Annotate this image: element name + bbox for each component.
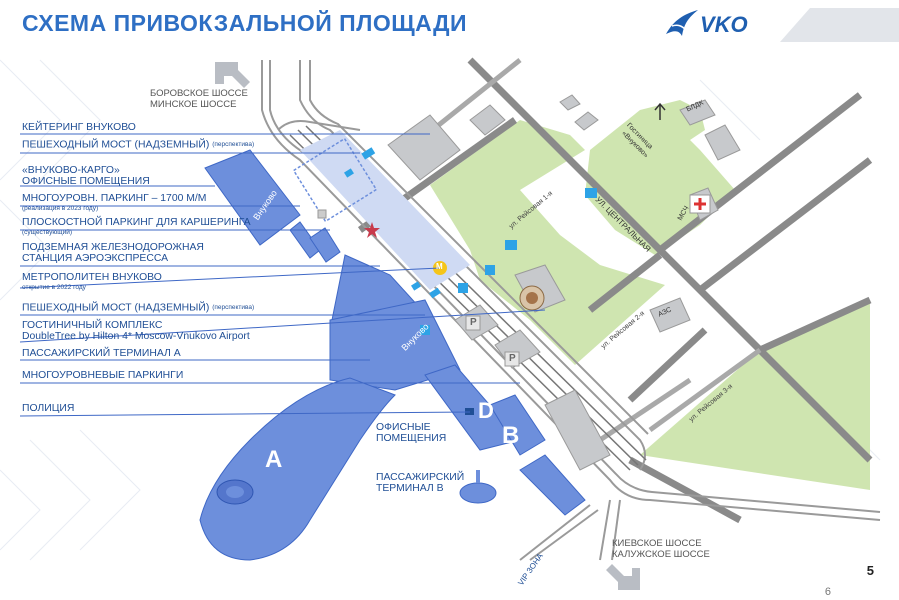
label-bridge-2: ПЕШЕХОДНЫЙ МОСТ (НАДЗЕМНЫЙ) (перспектива…: [22, 302, 254, 313]
label-terminal-b-2: ТЕРМИНАЛ В: [376, 483, 444, 494]
highway-kaluzhskoe: КАЛУЖСКОЕ ШОССЕ: [612, 549, 710, 560]
terminal-a-letter: A: [265, 446, 283, 473]
label-underground-1: ПОДЗЕМНАЯ ЖЕЛЕЗНОДОРОЖНАЯ: [22, 242, 204, 253]
label-hotel-name: DoubleTree by Hilton 4* Moscow-Vnukovo A…: [22, 331, 250, 342]
label-carsharing: ПЛОСКОСТНОЙ ПАРКИНГ ДЛЯ КАРШЕРИНГА: [22, 217, 251, 228]
label-catering: КЕЙТЕРИНГ ВНУКОВО: [22, 122, 136, 133]
label-police: ПОЛИЦИЯ: [22, 403, 75, 414]
transport-icons: [420, 188, 597, 335]
police-icon: [465, 408, 474, 415]
carsharing-parking: [292, 137, 378, 223]
terminal-a-pier: [199, 377, 396, 561]
pedestrian-bridges: [344, 147, 441, 299]
label-cargo: «ВНУКОВО-КАРГО»: [22, 165, 120, 176]
label-carsharing-note: (существующий): [22, 229, 72, 236]
label-bridge-2-note: (перспектива): [212, 304, 255, 311]
bird-logo-icon: [666, 10, 698, 36]
medical-icon: [689, 194, 711, 214]
parking-p-2: P: [509, 353, 516, 364]
highway-kievskoe: КИЕВСКОЕ ШОССЕ: [612, 538, 702, 549]
label-bridge-1-text: ПЕШЕХОДНЫЙ МОСТ (НАДЗЕМНЫЙ): [22, 139, 210, 151]
label-parking-multi-note: (реализация в 2023 году): [22, 205, 99, 212]
main-road-loop: [261, 60, 881, 561]
label-terminal-a: ПАССАЖИРСКИЙ ТЕРМИНАЛ А: [22, 348, 181, 359]
label-underground-2: СТАНЦИЯ АЭРОЭКСПРЕССА: [22, 253, 169, 264]
highway-minskoe: МИНСКОЕ ШОССЕ: [150, 99, 237, 110]
logo-text: VKO: [700, 12, 748, 37]
label-bridge-1-note: (перспектива): [212, 141, 255, 148]
parking-p-1: P: [470, 317, 477, 328]
label-offices-map-1: ОФИСНЫЕ: [376, 422, 431, 433]
hotel-arrow-icon: [654, 102, 666, 120]
terminal-b-pier: [459, 482, 497, 504]
label-metro-note: открытие в 2022 году: [22, 284, 86, 291]
metro-letter: M: [436, 262, 443, 271]
terminal-d-letter: D: [478, 398, 494, 423]
label-parkings: МНОГОУРОВНЕВЫЕ ПАРКИНГИ: [22, 370, 184, 381]
terminal-b-letter: B: [502, 422, 520, 449]
label-offices-map-2: ПОМЕЩЕНИЯ: [376, 433, 447, 444]
parking-markers: [465, 315, 520, 367]
vko-logo: VKO: [662, 6, 762, 42]
page-title: СХЕМА ПРИВОКЗАЛЬНОЙ ПЛОЩАДИ: [22, 10, 468, 36]
aeroexpress-station: [300, 130, 470, 290]
label-terminal-b-1: ПАССАЖИРСКИЙ: [376, 472, 465, 483]
label-bridge-1: ПЕШЕХОДНЫЙ МОСТ (НАДЗЕМНЫЙ) (перспектива…: [22, 139, 254, 150]
label-offices: ОФИСНЫЕ ПОМЕЩЕНИЯ: [22, 176, 150, 187]
label-bridge-2-text: ПЕШЕХОДНЫЙ МОСТ (НАДЗЕМНЫЙ): [22, 302, 210, 314]
label-parking-multi: МНОГОУРОВН. ПАРКИНГ – 1700 М/М: [22, 193, 207, 204]
label-metro: МЕТРОПОЛИТЕН ВНУКОВО: [22, 272, 162, 283]
page-number-small: 6: [824, 586, 831, 598]
page-number: 5: [866, 563, 874, 578]
highway-borovskoe: БОРОВСКОЕ ШОССЕ: [150, 88, 248, 99]
highway-arrows: [215, 62, 640, 590]
leader-lines: [19, 133, 546, 417]
aeroexpress-icon: [364, 222, 380, 238]
label-hotel: ГОСТИНИЧНЫЙ КОМПЛЕКС: [22, 320, 163, 331]
